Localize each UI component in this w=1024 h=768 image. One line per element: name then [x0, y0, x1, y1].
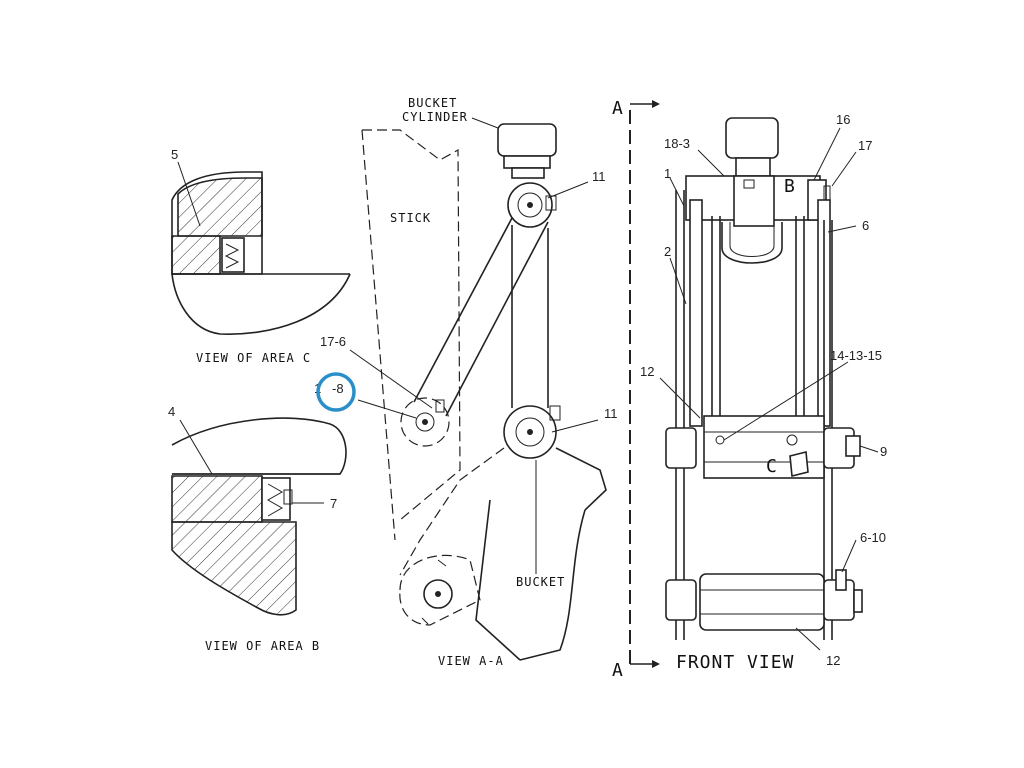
- highlight-circle: [316, 372, 356, 412]
- stick-label: STICK: [390, 211, 431, 225]
- callout-1: 1: [664, 166, 671, 181]
- callout-7: 7: [330, 496, 337, 511]
- callout-4: 4: [168, 404, 175, 419]
- area-c-marker: C: [766, 456, 778, 477]
- section-line: A A: [612, 98, 660, 681]
- section-a-bottom: A: [612, 660, 624, 681]
- callout-11-top: 11: [592, 169, 606, 184]
- callout-17: 17: [858, 138, 872, 153]
- callout-16: 16: [836, 112, 850, 127]
- view-aa-diagram: STICK BUCKET CYLINDER 11 17-6 1 -8: [314, 96, 618, 668]
- callout-2: 2: [664, 244, 671, 259]
- bucket-label: BUCKET: [516, 575, 565, 589]
- view-area-b-detail: 4 7 VIEW OF AREA B: [168, 404, 347, 653]
- view-area-b-caption: VIEW OF AREA B: [205, 639, 320, 653]
- callout-17-8-b: -8: [332, 381, 344, 396]
- front-view-diagram: B C FRONT VIEW: [640, 112, 887, 673]
- bucket-cylinder-label-1: BUCKET: [408, 96, 457, 110]
- callout-9: 9: [880, 444, 887, 459]
- view-area-c-detail: 5 VIEW OF AREA C: [171, 147, 351, 365]
- view-area-c-caption: VIEW OF AREA C: [196, 351, 311, 365]
- callout-11-mid: 11: [604, 406, 618, 421]
- section-a-top: A: [612, 98, 624, 119]
- bucket-cylinder-label-2: CYLINDER: [402, 110, 468, 124]
- callout-5: 5: [171, 147, 178, 162]
- view-aa-caption: VIEW A-A: [438, 654, 504, 668]
- callout-18-3: 18-3: [664, 136, 690, 151]
- callout-12-lower: 12: [826, 653, 840, 668]
- callout-6: 6: [862, 218, 869, 233]
- front-view-caption: FRONT VIEW: [676, 652, 794, 673]
- callout-17-6: 17-6: [320, 334, 346, 349]
- callout-12-upper: 12: [640, 364, 654, 379]
- callout-14-13-15: 14-13-15: [830, 348, 882, 363]
- callout-6-10: 6-10: [860, 530, 886, 545]
- area-b-marker: B: [784, 176, 796, 197]
